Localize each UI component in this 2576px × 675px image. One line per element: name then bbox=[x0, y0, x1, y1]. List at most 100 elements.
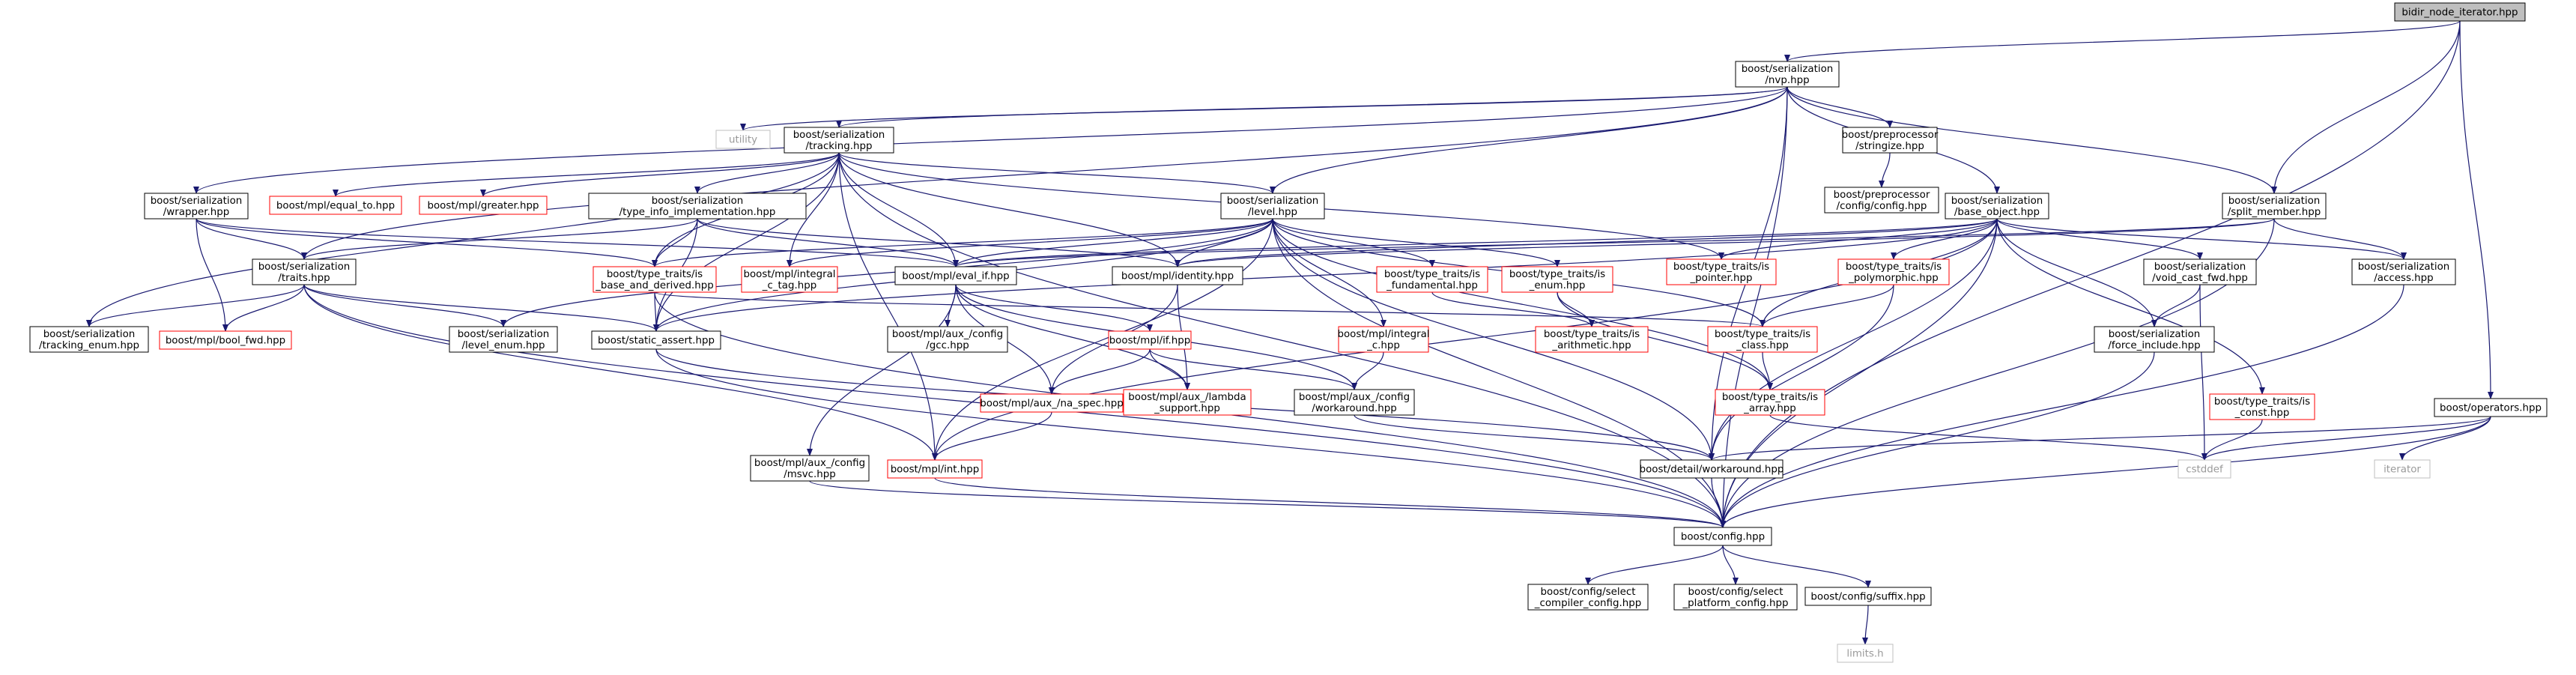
edge-wrapper-to-traits bbox=[196, 218, 307, 260]
node-is_enum[interactable]: boost/type_traits/is_enum.hpp bbox=[1501, 266, 1613, 293]
edge-level-to-is_fundamental bbox=[1272, 218, 1435, 267]
edge-is_base_and_derived-to-is_class bbox=[654, 291, 1766, 327]
node-label-identity-line-0: boost/mpl/identity.hpp bbox=[1121, 271, 1234, 282]
node-mpl_if[interactable]: boost/mpl/if.hpp bbox=[1108, 330, 1192, 350]
node-box-stringize bbox=[1842, 127, 1938, 154]
node-nvp[interactable]: boost/serialization/nvp.hpp bbox=[1735, 61, 1840, 88]
node-access[interactable]: boost/serialization/access.hpp bbox=[2351, 258, 2456, 285]
node-box-access bbox=[2351, 258, 2456, 285]
edge-base_object-to-identity bbox=[1175, 218, 1998, 267]
node-select_platform[interactable]: boost/config/select_platform_config.hpp bbox=[1673, 584, 1798, 611]
node-is_array[interactable]: boost/type_traits/is_array.hpp bbox=[1715, 389, 1825, 416]
node-mpl_int[interactable]: boost/mpl/int.hpp bbox=[887, 459, 983, 479]
edge-aux_workaround-to-detail_workaround bbox=[1354, 414, 1715, 461]
node-label-is_pointer-line-0: boost/type_traits/is bbox=[1673, 261, 1769, 273]
node-tracking[interactable]: boost/serialization/tracking.hpp bbox=[784, 127, 894, 154]
node-na_spec[interactable]: boost/mpl/aux_/na_spec.hpp bbox=[980, 393, 1124, 413]
node-split_member[interactable]: boost/serialization/split_member.hpp bbox=[2222, 193, 2327, 220]
node-label-aux_workaround-line-1: /workaround.hpp bbox=[1312, 403, 1397, 414]
node-label-is_pointer-line-1: _pointer.hpp bbox=[1689, 273, 1752, 284]
node-integral_c[interactable]: boost/mpl/integral_c.hpp bbox=[1337, 326, 1430, 353]
edge-config-to-select_platform bbox=[1722, 545, 1739, 585]
node-select_compiler[interactable]: boost/config/select_compiler_config.hpp bbox=[1527, 584, 1649, 611]
node-root[interactable]: bidir_node_iterator.hpp bbox=[2394, 2, 2526, 22]
node-tracking_enum[interactable]: boost/serialization/tracking_enum.hpp bbox=[29, 326, 149, 353]
edge-aux_msvc-to-config bbox=[809, 480, 1726, 528]
edge-level-to-integral_c bbox=[1272, 218, 1387, 327]
node-cstddef: cstddef bbox=[2178, 459, 2231, 479]
node-is_polymorphic[interactable]: boost/type_traits/is_polymorphic.hpp bbox=[1837, 258, 1950, 285]
edge-base_object-to-is_const bbox=[1996, 218, 2265, 395]
node-static_assert[interactable]: boost/static_assert.hpp bbox=[591, 330, 721, 350]
node-label-aux_msvc-line-0: boost/mpl/aux_/config bbox=[754, 458, 865, 469]
edge-is_fundamental-to-is_arithmetic bbox=[1431, 291, 1595, 327]
edge-level-to-config bbox=[1272, 218, 1726, 528]
edge-is_enum-to-is_array bbox=[1557, 291, 1773, 390]
node-greater[interactable]: boost/mpl/greater.hpp bbox=[419, 196, 548, 215]
node-label-is_polymorphic-line-0: boost/type_traits/is bbox=[1846, 261, 1942, 273]
node-is_const[interactable]: boost/type_traits/is_const.hpp bbox=[2209, 393, 2315, 420]
node-lambda_support[interactable]: boost/mpl/aux_/lambda_support.hpp bbox=[1123, 389, 1252, 416]
node-label-config-line-0: boost/config.hpp bbox=[1681, 532, 1765, 543]
node-is_class[interactable]: boost/type_traits/is_class.hpp bbox=[1707, 326, 1818, 353]
node-is_fundamental[interactable]: boost/type_traits/is_fundamental.hpp bbox=[1376, 266, 1488, 293]
node-bool_fwd[interactable]: boost/mpl/bool_fwd.hpp bbox=[159, 330, 292, 350]
node-is_base_and_derived[interactable]: boost/type_traits/is_base_and_derived.hp… bbox=[593, 266, 717, 293]
node-eval_if[interactable]: boost/mpl/eval_if.hpp bbox=[894, 266, 1017, 285]
node-is_arithmetic[interactable]: boost/type_traits/is_arithmetic.hpp bbox=[1535, 326, 1649, 353]
node-label-bool_fwd-line-0: boost/mpl/bool_fwd.hpp bbox=[166, 336, 285, 347]
node-level[interactable]: boost/serialization/level.hpp bbox=[1220, 193, 1325, 220]
node-label-suffix-line-0: boost/config/suffix.hpp bbox=[1810, 592, 1925, 603]
node-ppconfig[interactable]: boost/preprocessor/config/config.hpp bbox=[1824, 187, 1939, 214]
edge-integral_c-to-aux_workaround bbox=[1351, 351, 1384, 390]
node-equal_to[interactable]: boost/mpl/equal_to.hpp bbox=[269, 196, 402, 215]
node-label-select_compiler-line-0: boost/config/select bbox=[1541, 587, 1636, 598]
node-wrapper[interactable]: boost/serialization/wrapper.hpp bbox=[144, 193, 249, 220]
node-identity[interactable]: boost/mpl/identity.hpp bbox=[1112, 266, 1243, 285]
node-label-void_cast_fwd-line-0: boost/serialization bbox=[2154, 261, 2246, 273]
edge-level-to-is_array bbox=[1272, 218, 1773, 390]
node-box-select_platform bbox=[1673, 584, 1798, 611]
node-traits[interactable]: boost/serialization/traits.hpp bbox=[252, 258, 357, 285]
node-level_enum[interactable]: boost/serialization/level_enum.hpp bbox=[449, 326, 558, 353]
edge-tracking-to-greater bbox=[480, 152, 840, 197]
edge-base_object-to-access bbox=[1996, 218, 2407, 260]
node-base_object[interactable]: boost/serialization/base_object.hpp bbox=[1945, 193, 2049, 220]
node-type_info_impl[interactable]: boost/serialization/type_info_implementa… bbox=[588, 193, 807, 220]
node-box-root bbox=[2394, 2, 2526, 22]
node-box-suffix bbox=[1804, 587, 1932, 606]
edge-eval_if-to-lambda_support bbox=[955, 284, 1190, 390]
node-label-eval_if-line-0: boost/mpl/eval_if.hpp bbox=[902, 271, 1009, 282]
edge-tracking-to-level bbox=[838, 152, 1276, 194]
node-box-lambda_support bbox=[1123, 389, 1252, 416]
node-label-lambda_support-line-0: boost/mpl/aux_/lambda bbox=[1128, 392, 1246, 403]
node-integral_c_tag[interactable]: boost/mpl/integral_c_tag.hpp bbox=[741, 266, 838, 293]
node-aux_msvc[interactable]: boost/mpl/aux_/config/msvc.hpp bbox=[750, 455, 870, 482]
node-void_cast_fwd[interactable]: boost/serialization/void_cast_fwd.hpp bbox=[2143, 258, 2257, 285]
edge-traits-to-tracking_enum bbox=[86, 284, 305, 327]
node-aux_gcc[interactable]: boost/mpl/aux_/config/gcc.hpp bbox=[887, 326, 1008, 353]
edge-tracking-to-mpl_int bbox=[838, 152, 938, 461]
node-aux_workaround[interactable]: boost/mpl/aux_/config/workaround.hpp bbox=[1294, 389, 1415, 416]
node-config[interactable]: boost/config.hpp bbox=[1673, 527, 1772, 546]
node-label-void_cast_fwd-line-1: /void_cast_fwd.hpp bbox=[2152, 273, 2248, 284]
node-operators[interactable]: boost/operators.hpp bbox=[2434, 398, 2548, 417]
node-label-integral_c-line-1: _c.hpp bbox=[1366, 340, 1400, 351]
edge-tracking-to-eval_if bbox=[838, 152, 959, 267]
node-is_pointer[interactable]: boost/type_traits/is_pointer.hpp bbox=[1666, 258, 1777, 285]
node-label-is_base_and_derived-line-0: boost/type_traits/is bbox=[607, 269, 703, 280]
node-detail_workaround[interactable]: boost/detail/workaround.hpp bbox=[1640, 459, 1784, 479]
node-label-is_fundamental-line-0: boost/type_traits/is bbox=[1384, 269, 1480, 280]
edge-level-to-detail_workaround bbox=[1272, 218, 1715, 461]
edge-base_object-to-is_polymorphic bbox=[1891, 218, 1998, 260]
node-stringize[interactable]: boost/preprocessor/stringize.hpp bbox=[1842, 127, 1939, 154]
node-box-integral_c_tag bbox=[741, 266, 838, 293]
node-label-is_fundamental-line-1: _fundamental.hpp bbox=[1386, 280, 1478, 291]
edge-base_object-to-eval_if bbox=[953, 218, 1998, 267]
edge-eval_if-to-aux_msvc bbox=[807, 284, 957, 456]
node-force_include[interactable]: boost/serialization/force_include.hpp bbox=[2094, 326, 2215, 353]
edge-nvp-to-level bbox=[1270, 86, 1788, 194]
edge-split_member-to-access bbox=[2273, 218, 2407, 260]
node-suffix[interactable]: boost/config/suffix.hpp bbox=[1804, 587, 1932, 606]
